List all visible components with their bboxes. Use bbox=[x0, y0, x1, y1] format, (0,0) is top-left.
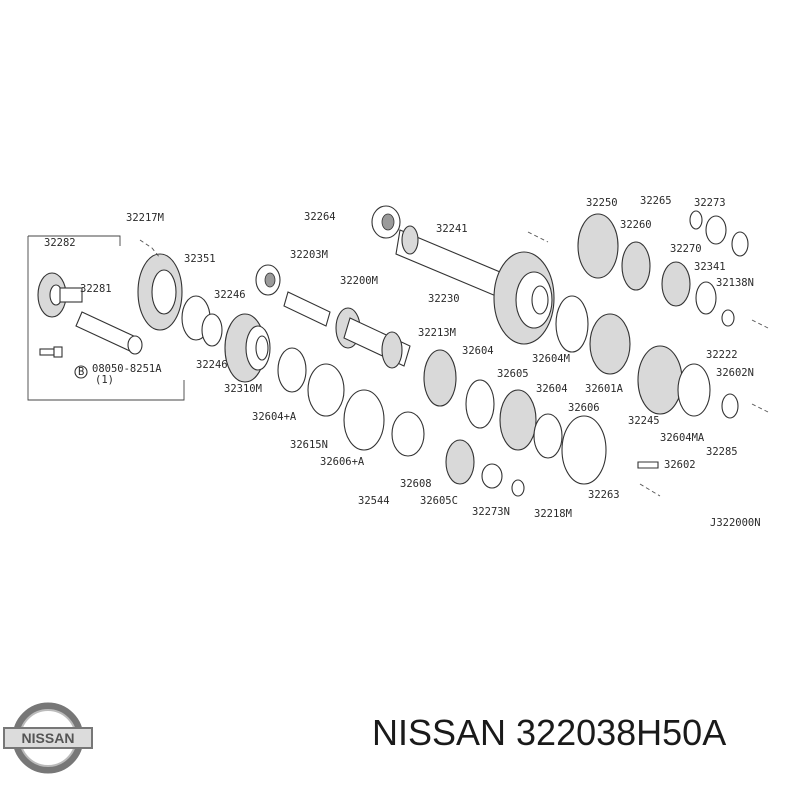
part-label: 32604MA bbox=[660, 432, 705, 444]
part-label: 08050-8251A bbox=[92, 363, 162, 375]
circle-b-symbol bbox=[74, 365, 88, 379]
gear-32260 bbox=[621, 241, 651, 291]
ring-32615N bbox=[307, 363, 345, 417]
mainshaft-32241 bbox=[395, 225, 501, 297]
part-label: 32281 bbox=[80, 283, 112, 295]
part-label: 32544 bbox=[358, 495, 390, 507]
svg-text:B: B bbox=[78, 366, 84, 378]
group-bracket bbox=[28, 235, 121, 246]
part-label: 32241 bbox=[436, 223, 468, 235]
part-label: 32605 bbox=[497, 368, 529, 380]
ring-32604M bbox=[555, 295, 589, 353]
part-label: 32222 bbox=[706, 349, 738, 361]
part-label: 32604 bbox=[462, 345, 494, 357]
part-label: 32246 bbox=[214, 289, 246, 301]
sleeve-32544 bbox=[391, 411, 425, 457]
part-label: 32217M bbox=[126, 212, 164, 224]
part-label: 32200M bbox=[340, 275, 378, 287]
hub-32605 bbox=[499, 389, 537, 451]
bearing-32264 bbox=[371, 205, 401, 239]
dash-guide-1 bbox=[527, 231, 549, 243]
part-label: 32260 bbox=[620, 219, 652, 231]
gear-32341 bbox=[695, 281, 717, 315]
part-label: 32264 bbox=[304, 211, 336, 223]
ring-32265 bbox=[689, 210, 703, 230]
part-label: 32601A bbox=[585, 383, 624, 395]
dash-guide-4 bbox=[639, 483, 661, 497]
gear-32230 bbox=[493, 251, 555, 345]
gear-32310M bbox=[224, 313, 271, 383]
part-caption: NISSAN 322038H50A bbox=[372, 712, 727, 753]
washer-32218M bbox=[511, 479, 525, 497]
countershaft-32200M bbox=[283, 291, 411, 369]
nissan-logo: NISSAN bbox=[3, 702, 93, 774]
part-label: 32250 bbox=[586, 197, 618, 209]
diagram-code: J322000N bbox=[710, 517, 761, 529]
part-label: 32310M bbox=[224, 383, 262, 395]
part-label: 32604 bbox=[536, 383, 568, 395]
part-label: 32602 bbox=[664, 459, 696, 471]
part-label: 32270 bbox=[670, 243, 702, 255]
part-label: 32351 bbox=[184, 253, 216, 265]
part-label: 32203M bbox=[290, 249, 328, 261]
ring-32604b bbox=[533, 413, 563, 459]
gear-32217M bbox=[137, 253, 183, 331]
dash-guide-3 bbox=[751, 403, 769, 413]
part-label: 32604M bbox=[532, 353, 570, 365]
ring-32604MA bbox=[677, 363, 711, 417]
part-label: (1) bbox=[95, 374, 114, 386]
part-label: 32341 bbox=[694, 261, 726, 273]
counter-gear-small bbox=[37, 272, 83, 318]
washer-32246a bbox=[201, 313, 223, 347]
gear-32250 bbox=[577, 213, 619, 279]
gear-32245 bbox=[637, 345, 683, 415]
part-label: 32246 bbox=[196, 359, 228, 371]
ring-32604 bbox=[465, 379, 495, 429]
dash-guide-2 bbox=[751, 319, 769, 329]
shaft-32281 bbox=[75, 311, 143, 355]
group-bracket-bottom bbox=[27, 236, 185, 401]
bolt bbox=[39, 346, 63, 358]
bearing-32203M bbox=[255, 264, 281, 296]
dash-32217M bbox=[139, 239, 161, 259]
key-32602 bbox=[637, 461, 659, 469]
bearing-32273N bbox=[481, 463, 503, 489]
part-label: 32263 bbox=[588, 489, 620, 501]
part-label: 32608 bbox=[400, 478, 432, 490]
part-label: 32218M bbox=[534, 508, 572, 520]
washer-32273b bbox=[731, 231, 749, 257]
part-label: 32606+A bbox=[320, 456, 365, 468]
part-label: 32230 bbox=[428, 293, 460, 305]
ring-32606A bbox=[343, 389, 385, 451]
part-number-labels: 32282 32217M 32281 32351 32246 32246 32310M 080… bbox=[44, 195, 754, 520]
part-label: 32265 bbox=[640, 195, 672, 207]
bearing-32273 bbox=[705, 215, 727, 245]
gear-32270 bbox=[661, 261, 691, 307]
clip-32285 bbox=[721, 393, 739, 419]
part-label: 32282 bbox=[44, 237, 76, 249]
part-label: 32285 bbox=[706, 446, 738, 458]
part-label: 32605C bbox=[420, 495, 458, 507]
part-label: 32602N bbox=[716, 367, 754, 379]
part-label: 32606 bbox=[568, 402, 600, 414]
logo-text: NISSAN bbox=[22, 730, 75, 746]
part-label: 32213M bbox=[418, 327, 456, 339]
part-label: 32615N bbox=[290, 439, 328, 451]
sleeve-32606 bbox=[561, 415, 607, 485]
part-label: 32273 bbox=[694, 197, 726, 209]
part-label: 32245 bbox=[628, 415, 660, 427]
washer-32222 bbox=[721, 309, 735, 327]
ring-32604A bbox=[277, 347, 307, 393]
part-label: 32604+A bbox=[252, 411, 297, 423]
gear-32605C bbox=[445, 439, 475, 485]
part-label: 32273N bbox=[472, 506, 510, 518]
hub-32601A bbox=[589, 313, 631, 375]
gear-32213M bbox=[423, 349, 457, 407]
part-label: 32138N bbox=[716, 277, 754, 289]
